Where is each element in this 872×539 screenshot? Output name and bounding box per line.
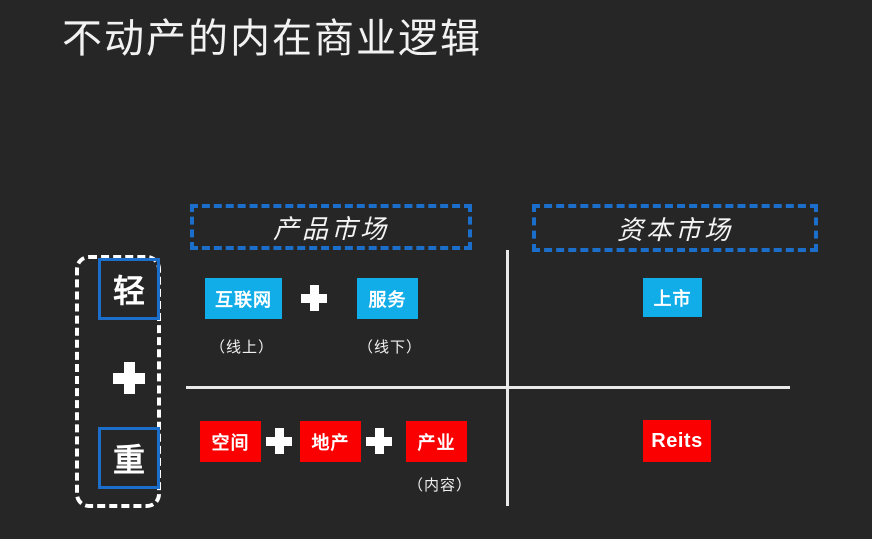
chip-space: 空间 <box>200 421 261 462</box>
chip-ipo: 上市 <box>643 278 702 317</box>
column-header-capital-market-label: 资本市场 <box>616 215 733 245</box>
chip-property: 地产 <box>300 421 361 462</box>
chip-service: 服务 <box>357 278 418 319</box>
weight-box-light-label: 轻 <box>112 273 145 309</box>
column-header-product-market: 产品市场 <box>190 204 472 250</box>
chip-industry: 产业 <box>406 421 467 462</box>
chip-internet: 互联网 <box>205 278 282 319</box>
weight-box-light: 轻 <box>98 258 160 320</box>
plus-icon <box>266 428 292 454</box>
weight-box-heavy: 重 <box>98 427 160 489</box>
column-header-capital-market: 资本市场 <box>532 204 818 252</box>
caption-online: （线上） <box>210 340 275 356</box>
page-title: 不动产的内在商业逻辑 <box>62 16 482 61</box>
caption-content: （内容） <box>408 478 473 494</box>
plus-icon <box>113 362 145 394</box>
quadrant-vertical-axis <box>506 250 509 506</box>
quadrant-horizontal-axis <box>186 386 790 389</box>
weight-axis-panel: 轻 重 <box>75 255 161 508</box>
plus-icon <box>366 428 392 454</box>
plus-icon <box>301 285 327 311</box>
column-header-product-market-label: 产品市场 <box>272 214 389 244</box>
weight-box-heavy-label: 重 <box>112 442 145 478</box>
chip-reits: Reits <box>643 420 711 462</box>
caption-offline: （线下） <box>358 340 423 356</box>
